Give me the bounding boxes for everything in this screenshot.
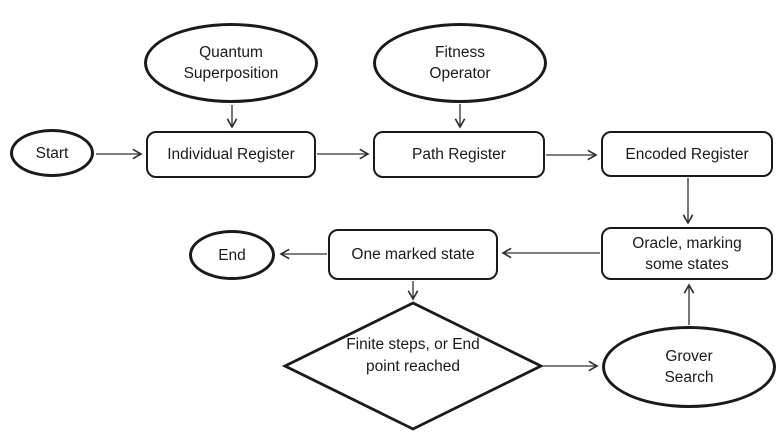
node-one-marked-state: One marked state [328,229,498,280]
node-fitness-operator-label-line1: Fitness [435,44,485,61]
node-decision-label-line3: reached [403,358,460,375]
node-individual-register: Individual Register [146,131,316,178]
node-quantum-superposition-label-line2: Superposition [183,65,279,82]
node-start-label: Start [35,144,69,162]
node-individual-register-label: Individual Register [167,146,295,163]
node-decision-label-line2: End point [366,336,480,375]
node-fitness-operator: Fitness Operator [373,23,547,103]
node-start: Start [10,129,94,177]
node-quantum-superposition-label-line1: Quantum [199,44,263,61]
node-oracle-label-line2: some states [645,255,729,273]
node-oracle-label-line1: Oracle, marking [632,234,742,252]
node-oracle: Oracle, marking some states [601,227,773,280]
node-decision-label-line1: Finite steps, or [346,336,448,353]
node-end-label: End [218,246,246,264]
node-grover-search: Grover Search [602,326,776,408]
node-grover-search-label-line1: Grover [665,348,713,365]
node-fitness-operator-label-line2: Operator [429,65,491,82]
node-grover-search-label-line2: Search [664,369,714,386]
node-path-register: Path Register [373,131,545,178]
decision-diamond-shape [281,301,545,431]
node-path-register-label: Path Register [412,146,506,163]
node-quantum-superposition: Quantum Superposition [144,23,318,103]
node-one-marked-state-label: One marked state [351,246,475,263]
node-encoded-register-label: Encoded Register [625,145,749,163]
node-end: End [189,230,275,280]
node-encoded-register: Encoded Register [601,131,773,177]
node-decision: Finite steps, or End point reached [330,334,496,378]
